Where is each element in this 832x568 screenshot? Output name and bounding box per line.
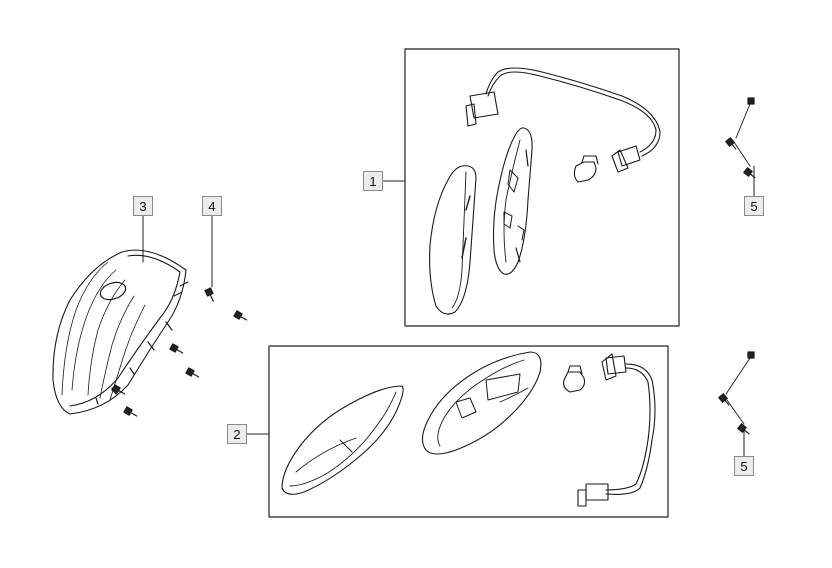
callout-cover-screws[interactable]: 4 (202, 196, 222, 216)
cover-screws[interactable] (111, 287, 248, 419)
callout-right-indicator[interactable]: 1 (363, 171, 383, 191)
callout-front-cover[interactable]: 3 (133, 196, 153, 216)
left-indicator-housing[interactable] (421, 351, 542, 455)
callout-screws-lower[interactable]: 5 (734, 456, 754, 476)
indicator-screws-lower[interactable] (718, 351, 755, 436)
callout-left-indicator[interactable]: 2 (227, 424, 247, 444)
indicator-screws-upper[interactable] (725, 97, 757, 180)
right-indicator-lens[interactable] (429, 165, 477, 315)
left-indicator-bulb[interactable] (563, 365, 586, 393)
leader-lines (142, 165, 755, 457)
group-box-right-indicator (404, 48, 680, 327)
callout-screws-upper[interactable]: 5 (744, 196, 764, 216)
right-indicator-bulb[interactable] (573, 155, 599, 183)
group-box-left-indicator (268, 345, 669, 518)
front-cover-part[interactable] (52, 249, 189, 415)
left-indicator-socket-wire[interactable] (577, 353, 656, 507)
right-indicator-socket-wire[interactable] (465, 67, 661, 173)
right-indicator-housing[interactable] (492, 127, 533, 275)
left-indicator-lens[interactable] (281, 385, 404, 495)
